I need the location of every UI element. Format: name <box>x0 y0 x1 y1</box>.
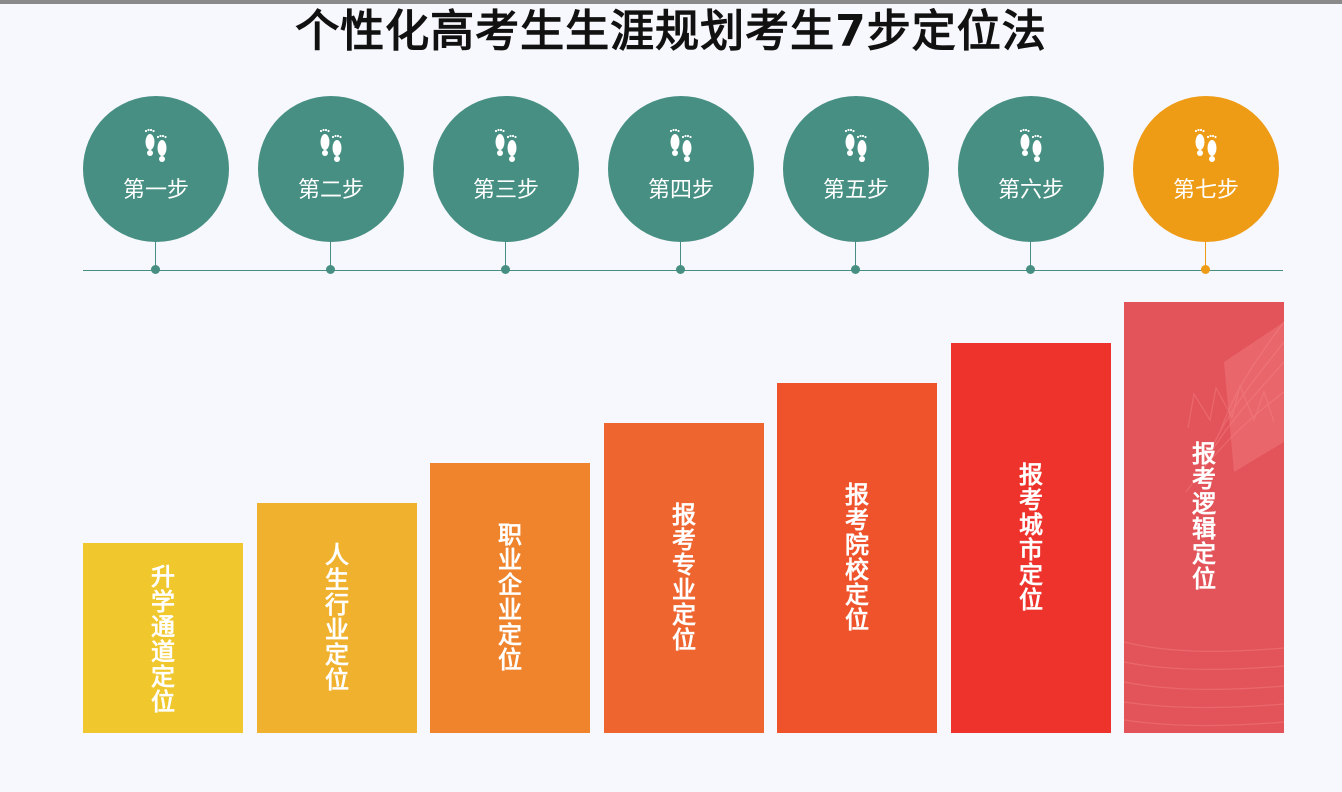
step-label: 第三步 <box>473 178 539 204</box>
footprints-icon <box>1014 126 1048 164</box>
bar-2: 人生行业定位 <box>257 503 417 733</box>
bar-label: 报考院校定位 <box>844 483 870 733</box>
step-4[interactable]: 第四步 <box>608 96 754 276</box>
step-5[interactable]: 第五步 <box>783 96 929 276</box>
footprints-icon <box>489 126 523 164</box>
footprints-icon <box>839 126 873 164</box>
step-circle: 第一步 <box>83 96 229 242</box>
footprints-icon <box>314 126 348 164</box>
step-label: 第一步 <box>123 178 189 204</box>
timeline-dot <box>676 265 685 274</box>
step-circle: 第三步 <box>433 96 579 242</box>
step-7[interactable]: 第七步 <box>1133 96 1279 276</box>
step-circle: 第五步 <box>783 96 929 242</box>
step-circle: 第二步 <box>258 96 404 242</box>
step-label: 第二步 <box>298 178 364 204</box>
timeline-dot <box>151 265 160 274</box>
timeline-dot <box>1026 265 1035 274</box>
step-6[interactable]: 第六步 <box>958 96 1104 276</box>
bar-label: 报考逻辑定位 <box>1191 442 1217 733</box>
footprints-icon <box>1189 126 1223 164</box>
step-circle: 第六步 <box>958 96 1104 242</box>
bar-4: 报考专业定位 <box>604 423 764 733</box>
bar-label: 报考专业定位 <box>671 503 697 733</box>
step-label: 第七步 <box>1173 178 1239 204</box>
bar-label: 报考城市定位 <box>1018 463 1044 733</box>
bar-7: 报考逻辑定位 <box>1124 302 1284 733</box>
timeline-dot <box>326 265 335 274</box>
step-label: 第六步 <box>998 178 1064 204</box>
footprints-icon <box>664 126 698 164</box>
bar-1: 升学通道定位 <box>83 543 243 733</box>
step-2[interactable]: 第二步 <box>258 96 404 276</box>
step-3[interactable]: 第三步 <box>433 96 579 276</box>
timeline-dot <box>851 265 860 274</box>
step-label: 第五步 <box>823 178 889 204</box>
bar-5: 报考院校定位 <box>777 383 937 733</box>
footprints-icon <box>139 126 173 164</box>
bar-6: 报考城市定位 <box>951 343 1111 733</box>
step-label: 第四步 <box>648 178 714 204</box>
timeline-dot <box>1201 265 1210 274</box>
bar-label: 职业企业定位 <box>497 523 523 733</box>
page-title: 个性化高考生生涯规划考生7步定位法 <box>0 4 1342 60</box>
step-circle: 第四步 <box>608 96 754 242</box>
step-circle: 第七步 <box>1133 96 1279 242</box>
step-1[interactable]: 第一步 <box>83 96 229 276</box>
bar-label: 人生行业定位 <box>324 543 350 733</box>
timeline-dot <box>501 265 510 274</box>
bar-3: 职业企业定位 <box>430 463 590 733</box>
bar-label: 升学通道定位 <box>150 565 176 733</box>
